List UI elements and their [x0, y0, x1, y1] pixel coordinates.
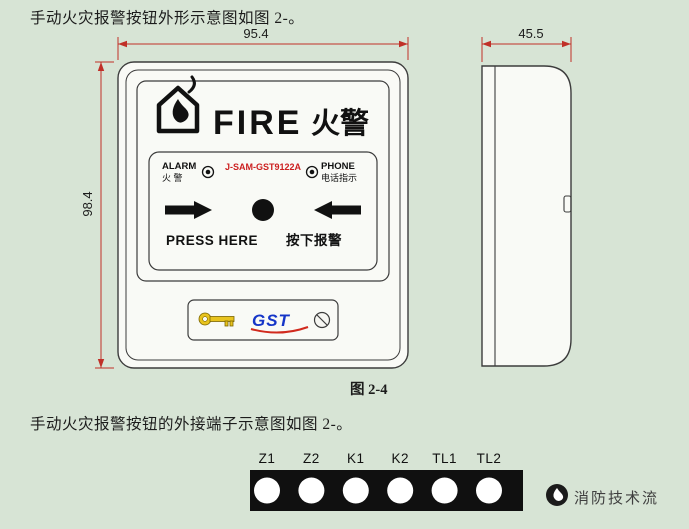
dim-width-value: 95.4 [243, 26, 268, 41]
arrow-right-pointing-icon [165, 201, 212, 219]
terminal-screw-tl1 [431, 477, 458, 504]
dim-height-value: 98.4 [80, 191, 95, 216]
terminal-label-tl2: TL2 [477, 451, 502, 466]
terminal-label-tl1: TL1 [432, 451, 457, 466]
fire-label-cn: 火警 [311, 107, 369, 140]
press-here-label-cn: 按下报警 [286, 232, 342, 248]
button-inner-frame [125, 69, 401, 361]
alarm-indicator-icon [201, 165, 215, 179]
front-view-drawing: FIRE 火警 ALARM 火 警 J-SAM-GST9122A PHONE 电… [117, 61, 409, 369]
house-fire-icon [156, 75, 200, 134]
button-face [136, 80, 390, 282]
terminal-label-z1: Z1 [259, 451, 276, 466]
side-latch-detail [563, 195, 572, 213]
model-label: J-SAM-GST9122A [225, 162, 302, 172]
intro-text-1: 手动火灾报警按钮外形示意图如图 2-。 [30, 10, 305, 27]
fire-label-en: FIRE [213, 104, 302, 142]
terminal-screw-k2 [387, 477, 414, 504]
press-panel [148, 151, 378, 271]
phone-indicator-icon [305, 165, 319, 179]
gst-brand-logo: GST [252, 311, 291, 330]
terminal-screw-z1 [254, 477, 280, 504]
terminal-label-k2: K2 [391, 451, 409, 466]
arrow-left-pointing-icon [314, 201, 361, 219]
dim-depth-value: 45.5 [518, 26, 543, 41]
phone-label-cn: 电话指示 [321, 172, 357, 183]
dimension-height-front: 98.4 [80, 61, 114, 369]
dimension-depth-side: 45.5 [481, 26, 572, 62]
alarm-label-cn: 火 警 [162, 172, 183, 183]
figure-caption: 图 2-4 [350, 382, 388, 398]
screw-icon [313, 311, 331, 329]
alarm-label-en: ALARM [162, 161, 196, 172]
key-icon [198, 312, 235, 327]
terminal-block: Z1 Z2 K1 K2 TL1 TL2 [250, 451, 523, 511]
terminal-screw-k1 [342, 477, 369, 504]
press-here-label-en: PRESS HERE [166, 233, 258, 248]
gst-logo-swoosh [250, 326, 309, 334]
intro-text-2: 手动火灾报警按钮的外接端子示意图如图 2-。 [30, 416, 353, 433]
terminal-screw-z2 [298, 477, 325, 504]
press-button-circle [252, 199, 274, 221]
watermark-icon [546, 484, 568, 506]
terminal-label-z2: Z2 [303, 451, 320, 466]
side-view-drawing [481, 65, 572, 367]
terminal-label-k1: K1 [347, 451, 365, 466]
phone-label-en: PHONE [321, 161, 355, 172]
terminal-screw-tl2 [476, 477, 502, 504]
bottom-panel: GST [187, 299, 339, 341]
watermark-text: 消防技术流 [574, 490, 660, 507]
dimension-width-front: 95.4 [117, 26, 409, 60]
